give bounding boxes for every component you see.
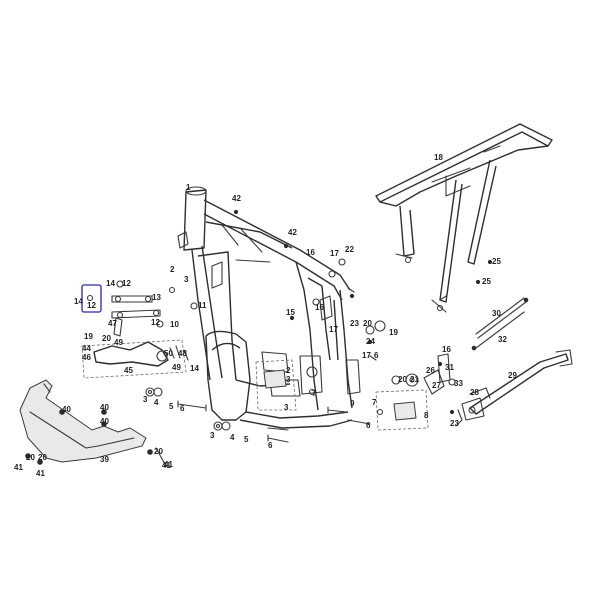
callout-13: 13 <box>152 293 161 302</box>
callout-21: 21 <box>410 375 419 384</box>
callout-30: 30 <box>492 309 501 318</box>
callout-41b: 41 <box>36 469 45 478</box>
callout-12a: 12 <box>122 279 131 288</box>
callout-44: 44 <box>82 344 91 353</box>
highlight-box <box>81 284 102 313</box>
callout-9: 9 <box>350 399 355 408</box>
callout-1: 1 <box>186 183 191 192</box>
side-stand <box>455 349 573 427</box>
callout-50: 50 <box>164 349 173 358</box>
callout-25a: 25 <box>492 257 501 266</box>
callout-19b: 19 <box>84 332 93 341</box>
callout-3c: 3 <box>284 403 289 412</box>
callout-18: 18 <box>434 153 443 162</box>
callout-41c: 41 <box>14 463 23 472</box>
footpegs <box>255 359 429 431</box>
skid-plate <box>19 379 147 463</box>
callout-16a: 16 <box>306 248 315 257</box>
callout-22: 22 <box>345 245 354 254</box>
callout-28: 28 <box>470 388 479 397</box>
callout-32: 32 <box>498 335 507 344</box>
callout-16c: 16 <box>442 345 451 354</box>
callout-4a: 4 <box>154 398 159 407</box>
callout-5b: 5 <box>244 435 249 444</box>
callout-20c: 20 <box>398 375 407 384</box>
callout-46: 46 <box>82 353 91 362</box>
callout-17b: 17 <box>329 325 338 334</box>
callout-11: 11 <box>198 301 207 310</box>
callout-42b: 42 <box>288 228 297 237</box>
callout-16b: 16 <box>315 303 324 312</box>
callout-6c: 6 <box>366 421 371 430</box>
callout-19a: 19 <box>389 328 398 337</box>
callout-20e: 20 <box>26 453 35 462</box>
callout-40b: 40 <box>100 403 109 412</box>
callout-20f: 20 <box>38 453 47 462</box>
callout-3d: 3 <box>143 395 148 404</box>
callout-45: 45 <box>124 366 133 375</box>
callout-39: 39 <box>100 455 109 464</box>
callout-49b: 49 <box>172 363 181 372</box>
callout-48: 48 <box>178 349 187 358</box>
callout-2b: 2 <box>286 366 291 375</box>
main-frame <box>177 186 361 429</box>
callout-3b: 3 <box>286 375 291 384</box>
callout-15: 15 <box>286 308 295 317</box>
callout-4b: 4 <box>230 433 235 442</box>
callout-20a: 20 <box>363 319 372 328</box>
callout-33: 33 <box>454 379 463 388</box>
brake-pedal <box>81 295 189 379</box>
callout-12b: 12 <box>87 301 96 310</box>
callout-26: 26 <box>426 366 435 375</box>
callout-20d: 20 <box>154 447 163 456</box>
callout-3e: 3 <box>210 431 215 440</box>
callout-14c: 14 <box>190 364 199 373</box>
callout-3a: 3 <box>184 275 189 284</box>
callout-27: 27 <box>432 381 441 390</box>
callout-41d: 41 <box>162 461 171 470</box>
callout-12c: 12 <box>151 318 160 327</box>
callout-6b: 6 <box>180 404 185 413</box>
callout-25b: 25 <box>482 277 491 286</box>
springs <box>471 297 529 351</box>
rear-subframe <box>375 123 553 313</box>
callout-7a: 7 <box>312 389 317 398</box>
callout-29: 29 <box>508 371 517 380</box>
callout-8: 8 <box>424 411 429 420</box>
callout-42a: 42 <box>232 194 241 203</box>
callout-7b: 7 <box>372 398 377 407</box>
callout-40c: 40 <box>100 417 109 426</box>
callout-23a: 23 <box>350 319 359 328</box>
callout-17c: 17 <box>362 351 371 360</box>
callout-6d: 6 <box>268 441 273 450</box>
callout-5a: 5 <box>169 402 174 411</box>
callout-40a: 40 <box>62 405 71 414</box>
callout-2a: 2 <box>170 265 175 274</box>
callout-14b: 14 <box>74 297 83 306</box>
callout-10: 10 <box>170 320 179 329</box>
callout-23b: 23 <box>450 419 459 428</box>
callout-31: 31 <box>445 363 454 372</box>
callout-47: 47 <box>108 319 117 328</box>
callout-17a: 17 <box>330 249 339 258</box>
callout-14a: 14 <box>106 279 115 288</box>
fasteners <box>25 209 493 467</box>
callout-6a: 6 <box>374 351 379 360</box>
callout-24: 24 <box>366 337 375 346</box>
callout-49a: 49 <box>114 338 123 347</box>
callout-20b: 20 <box>102 334 111 343</box>
callout-41a: 41 <box>164 460 173 469</box>
